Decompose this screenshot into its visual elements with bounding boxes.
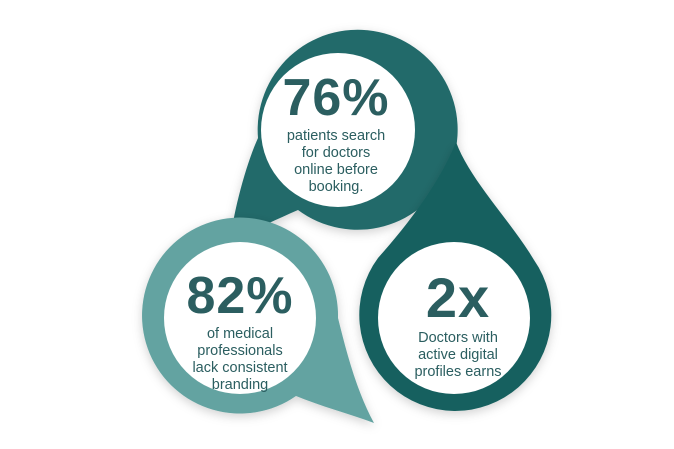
stat-description: Doctors with active digital profiles ear… [388,330,528,381]
stat-description-line: booking. [308,179,364,195]
droplet-left [142,217,374,423]
stat-description-line: of medical [206,326,274,342]
droplet-right [359,142,552,411]
droplet-top [230,29,458,241]
stat-description-line: patients search [286,128,386,144]
stat-description-line: lack consistent [192,360,288,376]
stat-description-line: branding [211,377,269,393]
droplet-top-inner-circle [261,53,415,207]
stat-value: 76% [282,69,390,127]
droplet-left-inner-circle [164,242,316,394]
stat-description-line: professionals [197,343,283,359]
stat-description-line: for doctors [301,145,371,161]
stat-description-line: profiles earns [414,364,502,380]
stat-patients-search: 76% patients search for doctors online b… [270,72,402,196]
stat-description: of medical professionals lack consistent… [165,326,315,394]
stat-description-line: active digital [418,347,498,363]
stat-description-line: online before [294,162,378,178]
stat-description: patients search for doctors online befor… [270,128,402,196]
stat-description-line: Doctors with [418,330,498,346]
stat-value: 82% [186,267,294,325]
droplet-right-inner-circle [378,242,530,394]
stat-medical-professionals: 82% of medical professionals lack consis… [165,270,315,394]
stat-doctors-digital: 2x Doctors with active digital profiles … [388,270,528,381]
stat-value: 2x [425,266,491,329]
